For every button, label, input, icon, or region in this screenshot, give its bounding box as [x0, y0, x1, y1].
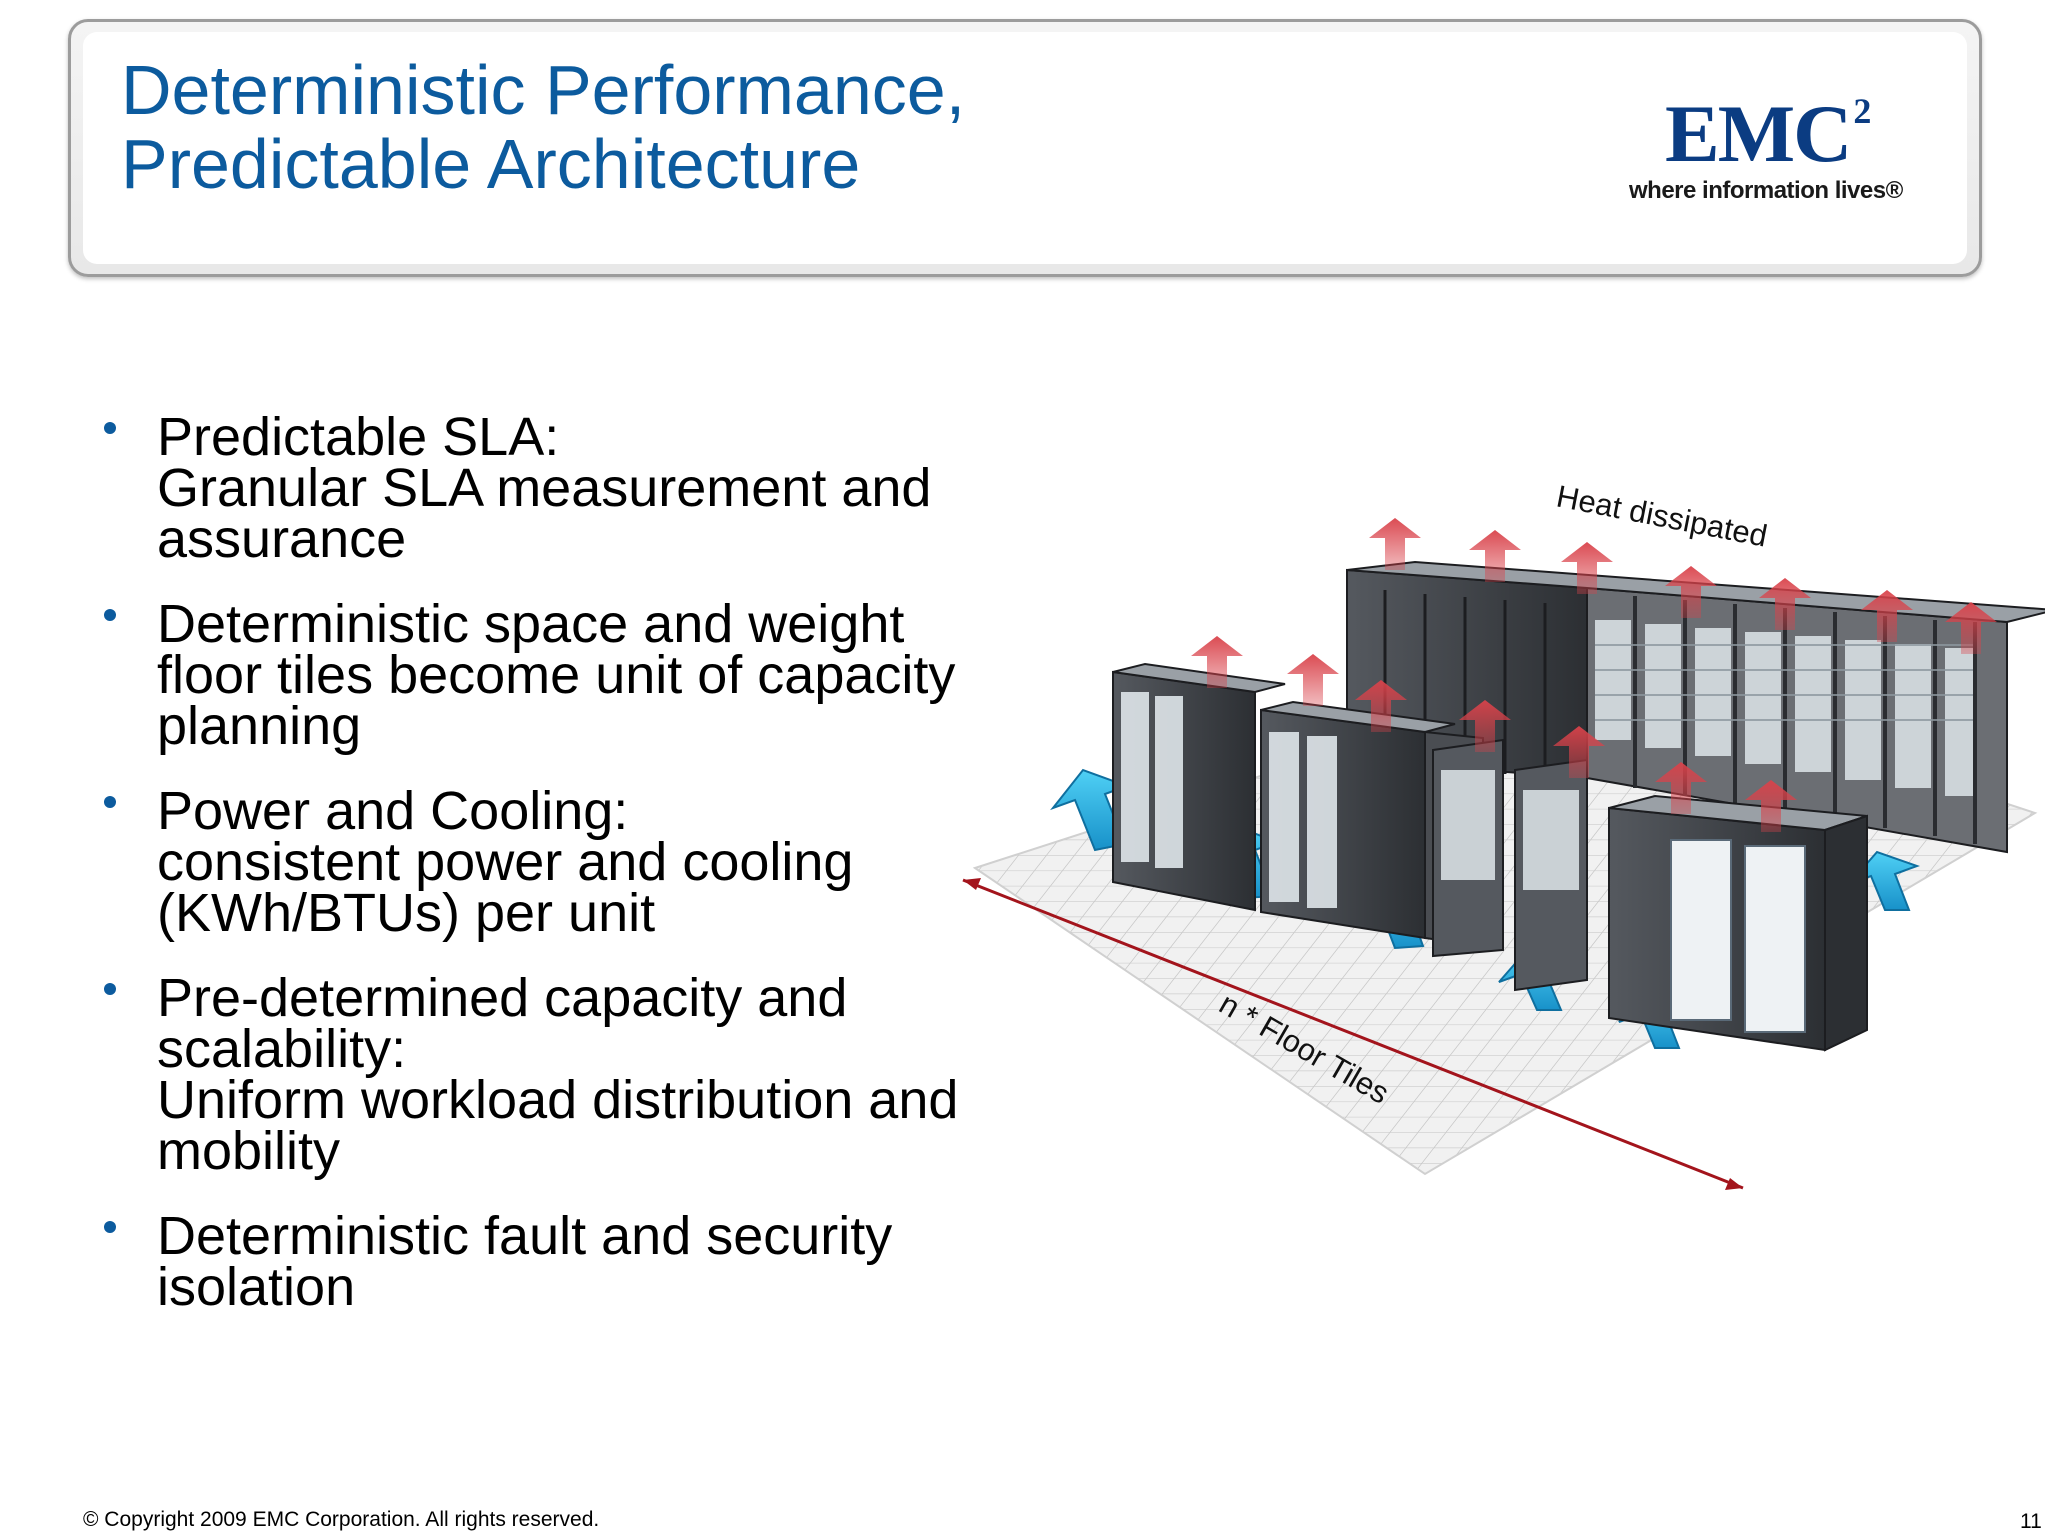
bullet-dot-icon: [104, 796, 116, 808]
bullet-line: floor tiles become unit of capacity: [157, 645, 956, 705]
bullet-line: consistent power and cooling: [157, 832, 854, 892]
emc-logo-mark: EMC2: [1665, 91, 1871, 175]
emc-logo-superscript: 2: [1853, 91, 1871, 131]
emc-logo: EMC2 where information lives®: [1625, 93, 1915, 205]
bullet-line: Power and Cooling:: [157, 781, 629, 841]
bullet-line: Granular SLA measurement and: [157, 458, 932, 518]
heat-arrow-icon: [1561, 542, 1613, 594]
bullet-line: Uniform workload distribution and: [157, 1070, 959, 1130]
heat-arrow-icon: [1665, 566, 1717, 618]
heat-arrow-icon: [1459, 700, 1511, 752]
bullet-line: (KWh/BTUs) per unit: [157, 883, 656, 943]
bullet-dot-icon: [104, 983, 116, 995]
copyright-notice: © Copyright 2009 EMC Corporation. All ri…: [83, 1508, 600, 1531]
heat-arrow-icon: [1745, 780, 1797, 832]
emc-logo-text: EMC: [1665, 88, 1852, 179]
heat-arrow-icon: [1355, 680, 1407, 732]
heat-arrow-icon: [1945, 602, 1997, 654]
bullet-item: Power and Cooling: consistent power and …: [104, 781, 1024, 943]
bullet-line: scalability:: [157, 1019, 407, 1079]
heat-arrow-icon: [1191, 636, 1243, 688]
bullet-list: Predictable SLA: Granular SLA measuremen…: [104, 407, 1024, 1347]
heat-arrow-icon: [1553, 726, 1605, 778]
title-banner-inner: [83, 32, 1967, 264]
bullet-item: Deterministic space and weight floor til…: [104, 594, 1024, 756]
heat-arrow-icon: [1861, 590, 1913, 642]
page-number: 11: [2020, 1510, 2042, 1533]
bullet-item: Predictable SLA: Granular SLA measuremen…: [104, 407, 1024, 569]
heat-arrow-icon: [1759, 578, 1811, 630]
heat-dissipated-label: Heat dissipated: [1554, 479, 1770, 554]
title-banner: [68, 19, 1982, 277]
bullet-line: mobility: [157, 1121, 341, 1181]
heat-arrow-icon: [1655, 762, 1707, 814]
bullet-dot-icon: [104, 609, 116, 621]
rack-row-front: [1112, 662, 1868, 1052]
floor-dimension-line: [962, 878, 1744, 1190]
bullet-line: Pre-determined capacity and: [157, 968, 848, 1028]
bullet-line: Predictable SLA:: [157, 407, 560, 467]
heat-arrow-icon: [1469, 530, 1521, 582]
emc-logo-tagline: where information lives®: [1629, 177, 1903, 204]
heat-arrow-icon: [1369, 518, 1421, 570]
slide-title: Deterministic Performance, Predictable A…: [121, 51, 966, 203]
bullet-dot-icon: [104, 1221, 116, 1233]
bullet-line: Deterministic space and weight: [157, 594, 905, 654]
bullet-line: Deterministic fault and security: [157, 1206, 893, 1266]
bullet-line: planning: [157, 696, 362, 756]
datacenter-illustration: Heat dissipated n * Floor Tiles: [962, 479, 2045, 1190]
bullet-line: assurance: [157, 509, 407, 569]
heat-arrow-icon: [1287, 654, 1339, 706]
bullet-item: Deterministic fault and security isolati…: [104, 1206, 1024, 1317]
bullet-dot-icon: [104, 422, 116, 434]
bullet-item: Pre-determined capacity and scalability:…: [104, 968, 1024, 1181]
heat-arrows: [1191, 518, 1997, 832]
bullet-line: isolation: [157, 1257, 356, 1317]
